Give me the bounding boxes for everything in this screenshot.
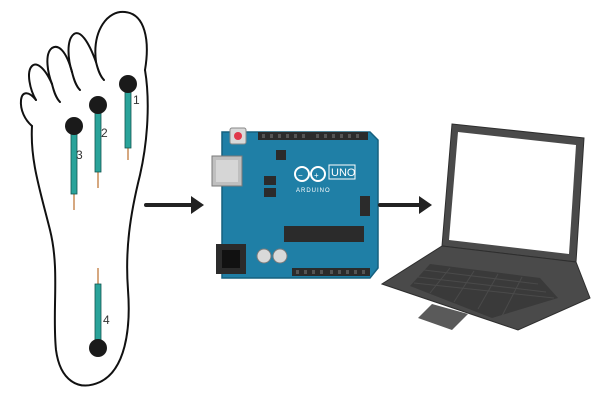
pressure-sensor-3 — [65, 117, 83, 210]
board-model-label: UNO — [331, 167, 356, 179]
pressure-sensor-2 — [89, 96, 107, 188]
arrow-right-icon — [144, 196, 204, 214]
sensor-label-1: 1 — [133, 93, 140, 107]
board-brand-label: ARDUINO — [296, 188, 331, 194]
sensor-label-3: 3 — [76, 148, 83, 162]
sensor-label-2: 2 — [101, 126, 108, 140]
foot-outline — [19, 10, 149, 387]
pressure-sensor-1 — [119, 75, 137, 160]
arduino-board-icon: − + UNO ARDUINO — [211, 127, 379, 279]
svg-text:−: − — [298, 171, 303, 180]
pressure-sensor-4 — [89, 268, 107, 357]
laptop-icon — [380, 123, 591, 331]
sensor-label-4: 4 — [103, 313, 110, 327]
arrow-right-icon — [378, 196, 432, 214]
svg-text:+: + — [314, 171, 319, 180]
